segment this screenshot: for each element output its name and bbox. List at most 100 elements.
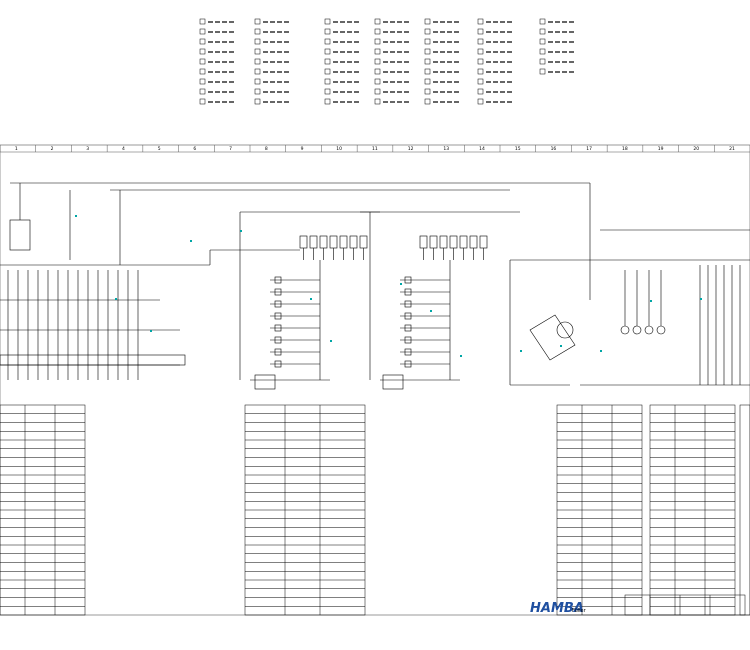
legend-symbol (324, 98, 331, 105)
legend-symbol (374, 78, 381, 85)
legend-symbol (477, 38, 484, 45)
legend-symbol (477, 68, 484, 75)
accent-mark (310, 298, 312, 300)
legend-symbol (424, 78, 431, 85)
piping-network (0, 182, 750, 390)
legend-symbol (254, 38, 261, 45)
legend-symbol (477, 48, 484, 55)
accent-mark (400, 283, 402, 285)
ruler-label: 5 (158, 146, 161, 152)
valve (274, 288, 282, 296)
accent-mark (240, 230, 242, 232)
legend-symbol (254, 88, 261, 95)
title-block-frame (624, 594, 746, 616)
valve (274, 336, 282, 344)
valve (339, 235, 348, 249)
ruler-label: 14 (479, 146, 485, 152)
valve (359, 235, 368, 249)
ruler-label: 17 (586, 146, 592, 152)
legend-symbol (539, 48, 546, 55)
valve (404, 300, 412, 308)
legend-symbol (324, 78, 331, 85)
valve (404, 360, 412, 368)
legend-symbol (254, 78, 261, 85)
legend-symbol (374, 58, 381, 65)
accent-mark (460, 355, 462, 357)
ruler-label: 1 (15, 146, 18, 152)
parameter-tables (0, 404, 750, 616)
filler-head-circle (556, 321, 574, 339)
legend-symbol (374, 68, 381, 75)
drawing-frame (0, 144, 750, 616)
pump (382, 374, 404, 390)
valve (349, 235, 358, 249)
legend-symbol (424, 18, 431, 25)
legend-symbol (199, 38, 206, 45)
valve (274, 348, 282, 356)
ruler-label: 7 (229, 146, 232, 152)
valve (274, 324, 282, 332)
accent-mark (150, 330, 152, 332)
valve (404, 348, 412, 356)
valve (479, 235, 488, 249)
legend-symbol (324, 28, 331, 35)
legend-symbol (324, 58, 331, 65)
legend-symbol (254, 48, 261, 55)
nozzle (620, 325, 630, 335)
table-outline (739, 404, 750, 616)
ruler-label: 11 (372, 146, 378, 152)
legend-symbol (254, 68, 261, 75)
accent-mark (75, 215, 77, 217)
ruler-label: 6 (193, 146, 196, 152)
legend-symbol (477, 98, 484, 105)
legend-symbol (539, 58, 546, 65)
ruler-label: 9 (301, 146, 304, 152)
valve (404, 288, 412, 296)
legend-symbol (324, 38, 331, 45)
title-block-label: Füller (572, 608, 587, 614)
valve (459, 235, 468, 249)
legend-symbol (199, 88, 206, 95)
legend-symbol (374, 18, 381, 25)
ruler-label: 20 (693, 146, 699, 152)
legend-symbol (199, 78, 206, 85)
filter (9, 219, 31, 251)
accent-mark (430, 310, 432, 312)
legend-symbol (324, 88, 331, 95)
valve (329, 235, 338, 249)
legend-symbol (254, 28, 261, 35)
ruler-label: 19 (658, 146, 664, 152)
ruler-label: 13 (443, 146, 449, 152)
legend-symbol (424, 68, 431, 75)
legend-symbol (199, 98, 206, 105)
filler-head (529, 314, 576, 361)
legend-symbol (199, 28, 206, 35)
legend-symbol (539, 68, 546, 75)
accent-mark (560, 345, 562, 347)
legend-symbol (324, 18, 331, 25)
ruler-label: 21 (729, 146, 735, 152)
legend-symbol (539, 28, 546, 35)
accent-mark (520, 350, 522, 352)
legend-symbol (254, 98, 261, 105)
legend-symbol (424, 58, 431, 65)
legend-symbol (324, 48, 331, 55)
accent-mark (600, 350, 602, 352)
legend-symbol (254, 18, 261, 25)
valve (299, 235, 308, 249)
accent-mark (650, 300, 652, 302)
valve (404, 276, 412, 284)
legend-symbol (424, 98, 431, 105)
legend-symbol (374, 98, 381, 105)
nozzle (632, 325, 642, 335)
valve (469, 235, 478, 249)
accent-mark (330, 340, 332, 342)
frame-border (0, 144, 750, 616)
ruler-label: 18 (622, 146, 628, 152)
pump (254, 374, 276, 390)
ruler-label: 8 (265, 146, 268, 152)
legend-symbol (199, 68, 206, 75)
legend-symbol (199, 58, 206, 65)
